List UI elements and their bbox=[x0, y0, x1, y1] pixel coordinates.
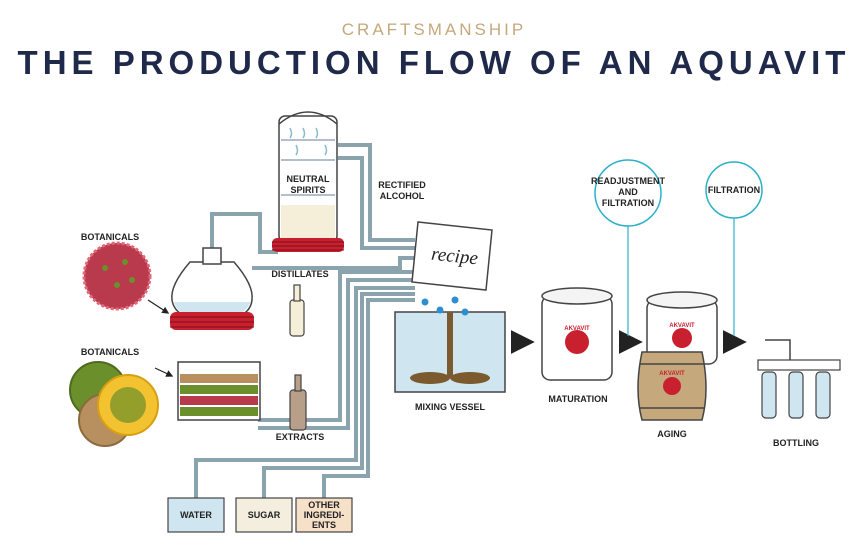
page-title: THE PRODUCTION FLOW OF AN AQUAVIT bbox=[17, 44, 851, 81]
label-water: WATER bbox=[180, 510, 212, 520]
label-other-1: OTHER bbox=[308, 500, 340, 510]
akvavit-label-3: AKVAVIT bbox=[659, 371, 685, 377]
label-alcohol: ALCOHOL bbox=[380, 191, 425, 201]
extract-bottle bbox=[289, 374, 307, 431]
label-maturation: MATURATION bbox=[548, 394, 607, 404]
label-distillates: DISTILLATES bbox=[271, 269, 328, 279]
neutral-spirits-column bbox=[272, 111, 344, 252]
label-other-2: INGREDI- bbox=[304, 510, 345, 520]
pipe-network bbox=[194, 143, 415, 498]
label-botanicals-1: BOTANICALS bbox=[81, 232, 139, 242]
readjustment-callout bbox=[594, 159, 662, 227]
distillate-bottle bbox=[289, 284, 305, 337]
akvavit-label-1: AKVAVIT bbox=[564, 326, 590, 332]
label-other-3: ENTS bbox=[312, 520, 336, 530]
other-ingredients-tub bbox=[295, 497, 353, 533]
label-neutral: NEUTRAL bbox=[287, 174, 330, 184]
label-extracts: EXTRACTS bbox=[276, 432, 325, 442]
akvavit-label-2: AKVAVIT bbox=[669, 323, 695, 329]
label-mixing-vessel: MIXING VESSEL bbox=[415, 402, 486, 412]
label-readjust-1: READJUSTMENT bbox=[591, 176, 666, 186]
recipe-card bbox=[411, 221, 493, 291]
botanicals-berries bbox=[82, 241, 152, 311]
label-botanicals-2: BOTANICALS bbox=[81, 347, 139, 357]
label-bottling: BOTTLING bbox=[773, 438, 819, 448]
readjustment-tank bbox=[646, 291, 718, 365]
label-aging: AGING bbox=[657, 429, 687, 439]
alembic-still bbox=[170, 247, 254, 330]
recipe-text: recipe bbox=[430, 244, 479, 270]
bottling-line bbox=[757, 339, 841, 419]
aging-barrel bbox=[637, 351, 707, 421]
filtration-callout bbox=[705, 161, 763, 219]
label-readjust-3: FILTRATION bbox=[602, 198, 654, 208]
label-sugar: SUGAR bbox=[248, 510, 281, 520]
maturation-tank bbox=[541, 287, 613, 381]
mixing-vessel bbox=[394, 296, 506, 393]
kicker-title: CRAFTSMANSHIP bbox=[341, 20, 527, 39]
label-rectified: RECTIFIED bbox=[378, 180, 426, 190]
label-filtration: FILTRATION bbox=[708, 185, 760, 195]
sugar-tub bbox=[235, 497, 293, 533]
label-spirits: SPIRITS bbox=[290, 185, 325, 195]
botanicals-herbs bbox=[69, 361, 159, 447]
water-tub bbox=[167, 497, 225, 533]
label-readjust-2: AND bbox=[618, 187, 638, 197]
maceration-tank bbox=[177, 361, 261, 421]
